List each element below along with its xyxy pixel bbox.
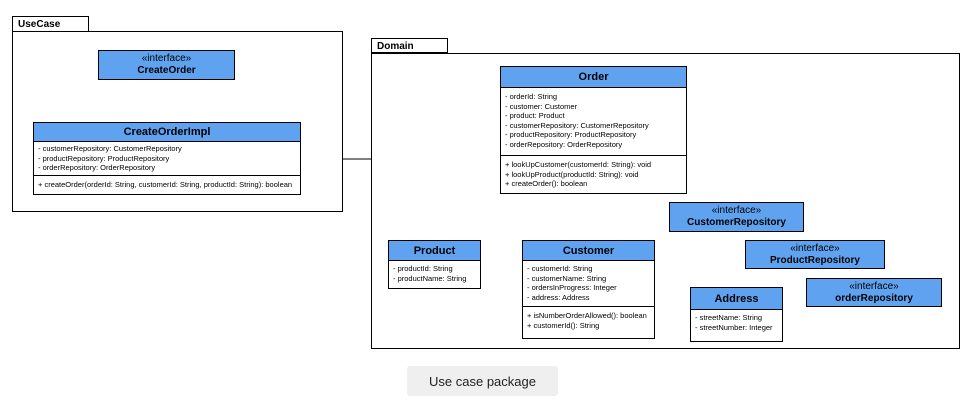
product-header: Product (389, 241, 480, 261)
create-order-impl-name: CreateOrderImpl (123, 126, 211, 138)
usecase-package-tab: UseCase (12, 16, 89, 32)
attribute-row: - productName: String (393, 273, 467, 283)
product-class[interactable]: Product - productId: String - productNam… (388, 240, 481, 289)
create-order-interface[interactable]: «interface» CreateOrder (98, 50, 235, 80)
order-header: Order (501, 67, 686, 88)
attribute-row: - address: Address (527, 292, 590, 302)
attribute-row: - customerName: String (527, 273, 607, 283)
attribute-row: - productId: String (393, 264, 453, 273)
attribute-row: - orderRepository: OrderRepository (505, 139, 623, 149)
attribute-row: - customerId: String (527, 264, 593, 273)
create-order-impl-methods: + createOrder(orderId: String, customerI… (34, 174, 300, 192)
create-order-name: CreateOrder (137, 65, 196, 76)
order-repository-stereotype: «interface» (849, 280, 899, 292)
product-repository-name: ProductRepository (769, 254, 860, 266)
customer-attributes: - customerId: String - customerName: Str… (523, 261, 654, 306)
usecase-package-label: UseCase (18, 19, 61, 30)
order-class[interactable]: Order - orderId: String - customer: Cust… (500, 66, 687, 194)
order-attributes: - orderId: String - customer: Customer -… (501, 88, 686, 155)
domain-package-tab: Domain (371, 38, 448, 53)
attribute-row: - streetNumber: Integer (695, 322, 773, 332)
address-class[interactable]: Address - streetName: String - streetNum… (690, 287, 783, 342)
product-name: Product (413, 244, 456, 257)
product-repository-interface[interactable]: «interface» ProductRepository (745, 240, 885, 269)
attribute-row: - customerRepository: CustomerRepository (505, 120, 649, 130)
method-row: + isNumberOrderAllowed(): boolean (527, 311, 647, 320)
method-row: + lookUpCustomer(customerId: String): vo… (505, 160, 652, 169)
attribute-row: - ordersInProgress: Integer (527, 283, 617, 292)
domain-package-label: Domain (377, 41, 414, 52)
method-row: + lookUpProduct(productId: String): void (505, 169, 639, 179)
method-row: + createOrder(): boolean (505, 179, 588, 188)
create-order-impl-attributes: - customerRepository: CustomerRepository… (34, 142, 300, 175)
customer-repository-interface[interactable]: «interface» CustomerRepository (669, 202, 804, 232)
order-repository-interface[interactable]: «interface» orderRepository (806, 278, 942, 307)
order-repository-name: orderRepository (835, 292, 913, 304)
attribute-row: - productRepository: ProductRepository (38, 153, 170, 163)
order-name: Order (578, 71, 609, 83)
create-order-impl-header: CreateOrderImpl (34, 123, 300, 142)
product-repository-stereotype: «interface» (790, 242, 840, 254)
customer-methods: + isNumberOrderAllowed(): boolean + cust… (523, 306, 654, 332)
method-row: + customerId(): String (527, 320, 600, 330)
attribute-row: - orderId: String (505, 92, 558, 101)
customer-class[interactable]: Customer - customerId: String - customer… (522, 240, 655, 339)
address-name: Address (714, 292, 759, 305)
attribute-row: - customerRepository: CustomerRepository (38, 144, 182, 153)
customer-header: Customer (523, 241, 654, 261)
customer-name: Customer (562, 244, 615, 257)
attribute-row: - streetName: String (695, 313, 763, 322)
order-methods: + lookUpCustomer(customerId: String): vo… (501, 155, 686, 191)
address-header: Address (691, 288, 782, 310)
attribute-row: - productRepository: ProductRepository (505, 130, 637, 139)
attribute-row: - customer: Customer (505, 101, 578, 111)
method-row: + createOrder(orderId: String, customerI… (38, 179, 293, 189)
create-order-impl-class[interactable]: CreateOrderImpl - customerRepository: Cu… (33, 122, 301, 195)
attribute-row: - product: Product (505, 111, 565, 120)
create-order-stereotype: «interface» (141, 53, 192, 64)
address-attributes: - streetName: String - streetNumber: Int… (691, 310, 782, 334)
product-attributes: - productId: String - productName: Strin… (389, 261, 480, 285)
customer-repository-stereotype: «interface» (711, 205, 762, 216)
caption-text: Use case package (429, 373, 536, 389)
attribute-row: - orderRepository: OrderRepository (38, 163, 156, 172)
figure-caption: Use case package (407, 366, 558, 396)
customer-repository-name: CustomerRepository (687, 217, 786, 228)
